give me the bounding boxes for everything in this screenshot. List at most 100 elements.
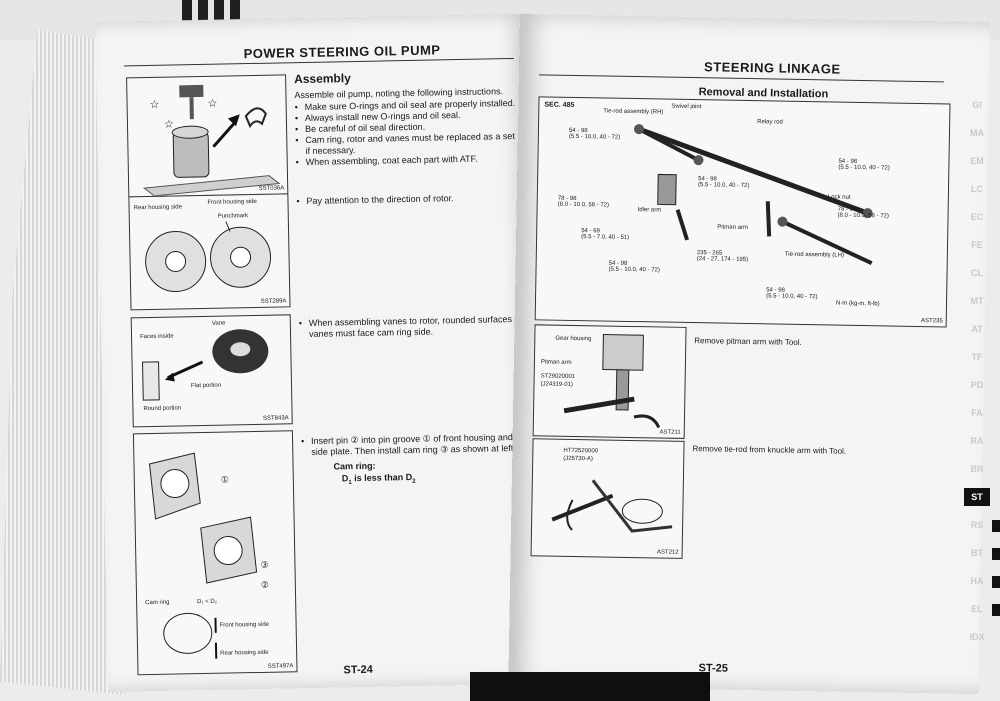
faces-inside-label: Faces inside bbox=[140, 333, 174, 341]
left-page-header: POWER STEERING OIL PUMP bbox=[243, 42, 441, 62]
pitman-caption: Remove pitman arm with Tool. bbox=[694, 336, 802, 347]
figure-pump-assembly: ☆ ☆ ☆ SST036A bbox=[126, 74, 289, 198]
tool-number: ST29020001 bbox=[540, 373, 576, 381]
tie-rod-lh-label: Tie-rod assembly (LH) bbox=[784, 251, 845, 259]
figure-cam-ring: ① ③ ② Cam ring D₁ < D₂ Front housing sid… bbox=[132, 430, 298, 676]
torque-spec: 54 - 98(5.5 - 10.0, 40 - 72) bbox=[568, 127, 621, 141]
relay-rod-label: Relay rod bbox=[757, 119, 783, 126]
section-tab[interactable]: GI bbox=[972, 100, 982, 110]
tool-number: HT72520000 bbox=[563, 447, 599, 455]
torque-spec: 54 - 69(5.5 - 7.0, 40 - 51) bbox=[581, 228, 630, 241]
units-label: N·m (kg-m, ft-lb) bbox=[835, 300, 880, 308]
cam-ring-label: Cam ring bbox=[145, 599, 170, 607]
bottom-shadow bbox=[470, 672, 710, 701]
binder-clip bbox=[182, 0, 192, 26]
section-tab[interactable]: EL bbox=[971, 604, 983, 614]
cam-ring-rule: D1 is less than D2 bbox=[341, 471, 416, 487]
section-tab[interactable]: LC bbox=[971, 184, 983, 194]
swivel-joint-label: Swivel joint bbox=[671, 103, 702, 111]
callout-3: ③ bbox=[260, 559, 269, 570]
assembly-bullets: •Make sure O-rings and oil seal are prop… bbox=[295, 98, 521, 168]
section-tab[interactable]: CL bbox=[971, 268, 983, 278]
vane-label: Vane bbox=[211, 320, 226, 327]
pitman-arm-label: Pitman arm bbox=[540, 359, 572, 366]
round-portion-label: Round portion bbox=[143, 405, 182, 413]
svg-text:☆: ☆ bbox=[164, 119, 174, 131]
svg-text:☆: ☆ bbox=[149, 99, 159, 111]
tie-rod-rh-label: Tie-rod assembly (RH) bbox=[603, 108, 664, 116]
header-rule bbox=[538, 74, 944, 83]
binder-clip bbox=[214, 0, 224, 26]
section-tab-active[interactable]: ST bbox=[964, 488, 990, 506]
callout-2: ② bbox=[260, 579, 270, 590]
section-tab[interactable]: HA bbox=[970, 576, 984, 586]
linkage-illustration bbox=[634, 124, 873, 265]
pin-note: •Insert pin ② into pin groove ① of front… bbox=[300, 431, 534, 457]
thumb-index-mark bbox=[992, 548, 1000, 560]
binder-clip bbox=[230, 0, 240, 26]
section-tab[interactable]: MA bbox=[970, 128, 984, 138]
section-tab[interactable]: FE bbox=[971, 240, 983, 250]
callout-1: ① bbox=[220, 474, 229, 485]
torque-spec: 54 - 98(5.5 - 10.0, 40 - 72) bbox=[838, 158, 890, 172]
section-tab[interactable]: BR bbox=[970, 464, 984, 474]
assembly-heading: Assembly bbox=[294, 71, 351, 87]
tierod-caption: Remove tie-rod from knuckle arm with Too… bbox=[692, 444, 847, 456]
figure-code: SST497A bbox=[267, 663, 294, 670]
torque-spec: 78 - 98(8.0 - 10.0, 58 - 72) bbox=[557, 195, 610, 209]
thumb-index-mark bbox=[992, 520, 1000, 532]
cam-ring-illustration bbox=[148, 452, 258, 659]
figure-vanes: Faces inside Vane Flat portion Round por… bbox=[130, 314, 293, 428]
cam-ring-title: Cam ring: bbox=[333, 460, 376, 472]
torque-spec: 54 - 98(5.5 - 10.0, 40 - 72) bbox=[608, 260, 660, 274]
figure-code: AST235 bbox=[920, 318, 943, 325]
section-tab[interactable]: EC bbox=[970, 212, 984, 222]
figure-code: SST036A bbox=[258, 185, 285, 192]
torque-spec: 54 - 98(5.5 - 10.0, 40 - 72) bbox=[766, 287, 818, 301]
front-housing-side-label: Front housing side bbox=[207, 198, 257, 206]
idler-arm-label: Idler arm bbox=[637, 207, 662, 214]
svg-text:☆: ☆ bbox=[207, 98, 217, 110]
pump-assembly-illustration: ☆ ☆ ☆ bbox=[142, 84, 281, 197]
sec-label: SEC. 485 bbox=[544, 101, 575, 109]
section-tab[interactable]: EM bbox=[970, 156, 984, 166]
tool-number-alt: (J25730-A) bbox=[563, 455, 593, 463]
page-number: ST-24 bbox=[343, 663, 373, 677]
left-page: POWER STEERING OIL PUMP ☆ ☆ ☆ SST036A Rear… bbox=[95, 13, 540, 692]
torque-spec: 54 - 98(5.5 - 10.0, 40 - 72) bbox=[697, 176, 750, 190]
punchmark-label: Punchmark bbox=[217, 213, 249, 220]
flat-portion-label: Flat portion bbox=[190, 382, 222, 390]
section-tab[interactable]: IDX bbox=[969, 632, 985, 642]
figure-code: SST843A bbox=[262, 415, 289, 422]
figure-linkage: SEC. 485 Tie-rod assembly (RH) Swivel jo… bbox=[534, 96, 951, 328]
section-tab[interactable]: MT bbox=[970, 296, 984, 306]
figure-pitman-removal: Gear housing Pitman arm ST29020001 (J243… bbox=[532, 324, 687, 439]
rear-housing-side-label: Rear housing side bbox=[133, 204, 183, 212]
tierod-removal-illustration bbox=[551, 479, 673, 533]
section-tab[interactable]: TF bbox=[971, 352, 983, 362]
pitman-removal-illustration bbox=[563, 333, 661, 429]
dimension-label: D₁ < D₂ bbox=[197, 598, 218, 606]
section-tab[interactable]: BT bbox=[971, 548, 983, 558]
figure-rotor-direction: Rear housing side Front housing side Pun… bbox=[128, 193, 291, 311]
figure-code: AST212 bbox=[656, 549, 679, 556]
figure-tierod-removal: HT72520000 (J25730-A) AST212 bbox=[530, 438, 685, 559]
figure-code: SST289A bbox=[260, 298, 287, 305]
lock-nut-label: Lock nut bbox=[827, 194, 851, 201]
binder-clip bbox=[198, 0, 208, 26]
section-title: Removal and Installation bbox=[698, 86, 829, 101]
torque-spec: 78 - 98(8.0 - 10.0, 58 - 72) bbox=[837, 206, 889, 220]
section-tab[interactable]: FA bbox=[971, 408, 983, 418]
front-housing-side-label: Front housing side bbox=[219, 621, 270, 629]
vane-illustration bbox=[142, 329, 269, 401]
section-tab[interactable]: RS bbox=[970, 520, 984, 530]
vanes-note: •When assembling vanes to rotor, rounded… bbox=[298, 313, 522, 339]
section-tab[interactable]: PD bbox=[970, 380, 984, 390]
right-page: STEERING LINKAGE Removal and Installatio… bbox=[508, 14, 990, 695]
right-page-header: STEERING LINKAGE bbox=[703, 59, 841, 77]
section-tab[interactable]: RA bbox=[970, 436, 984, 446]
rotor-note: •Pay attention to the direction of rotor… bbox=[296, 193, 454, 207]
tool-number-alt: (J24319-01) bbox=[540, 381, 573, 388]
section-tab[interactable]: AT bbox=[971, 324, 983, 334]
figure-code: AST211 bbox=[659, 429, 681, 436]
